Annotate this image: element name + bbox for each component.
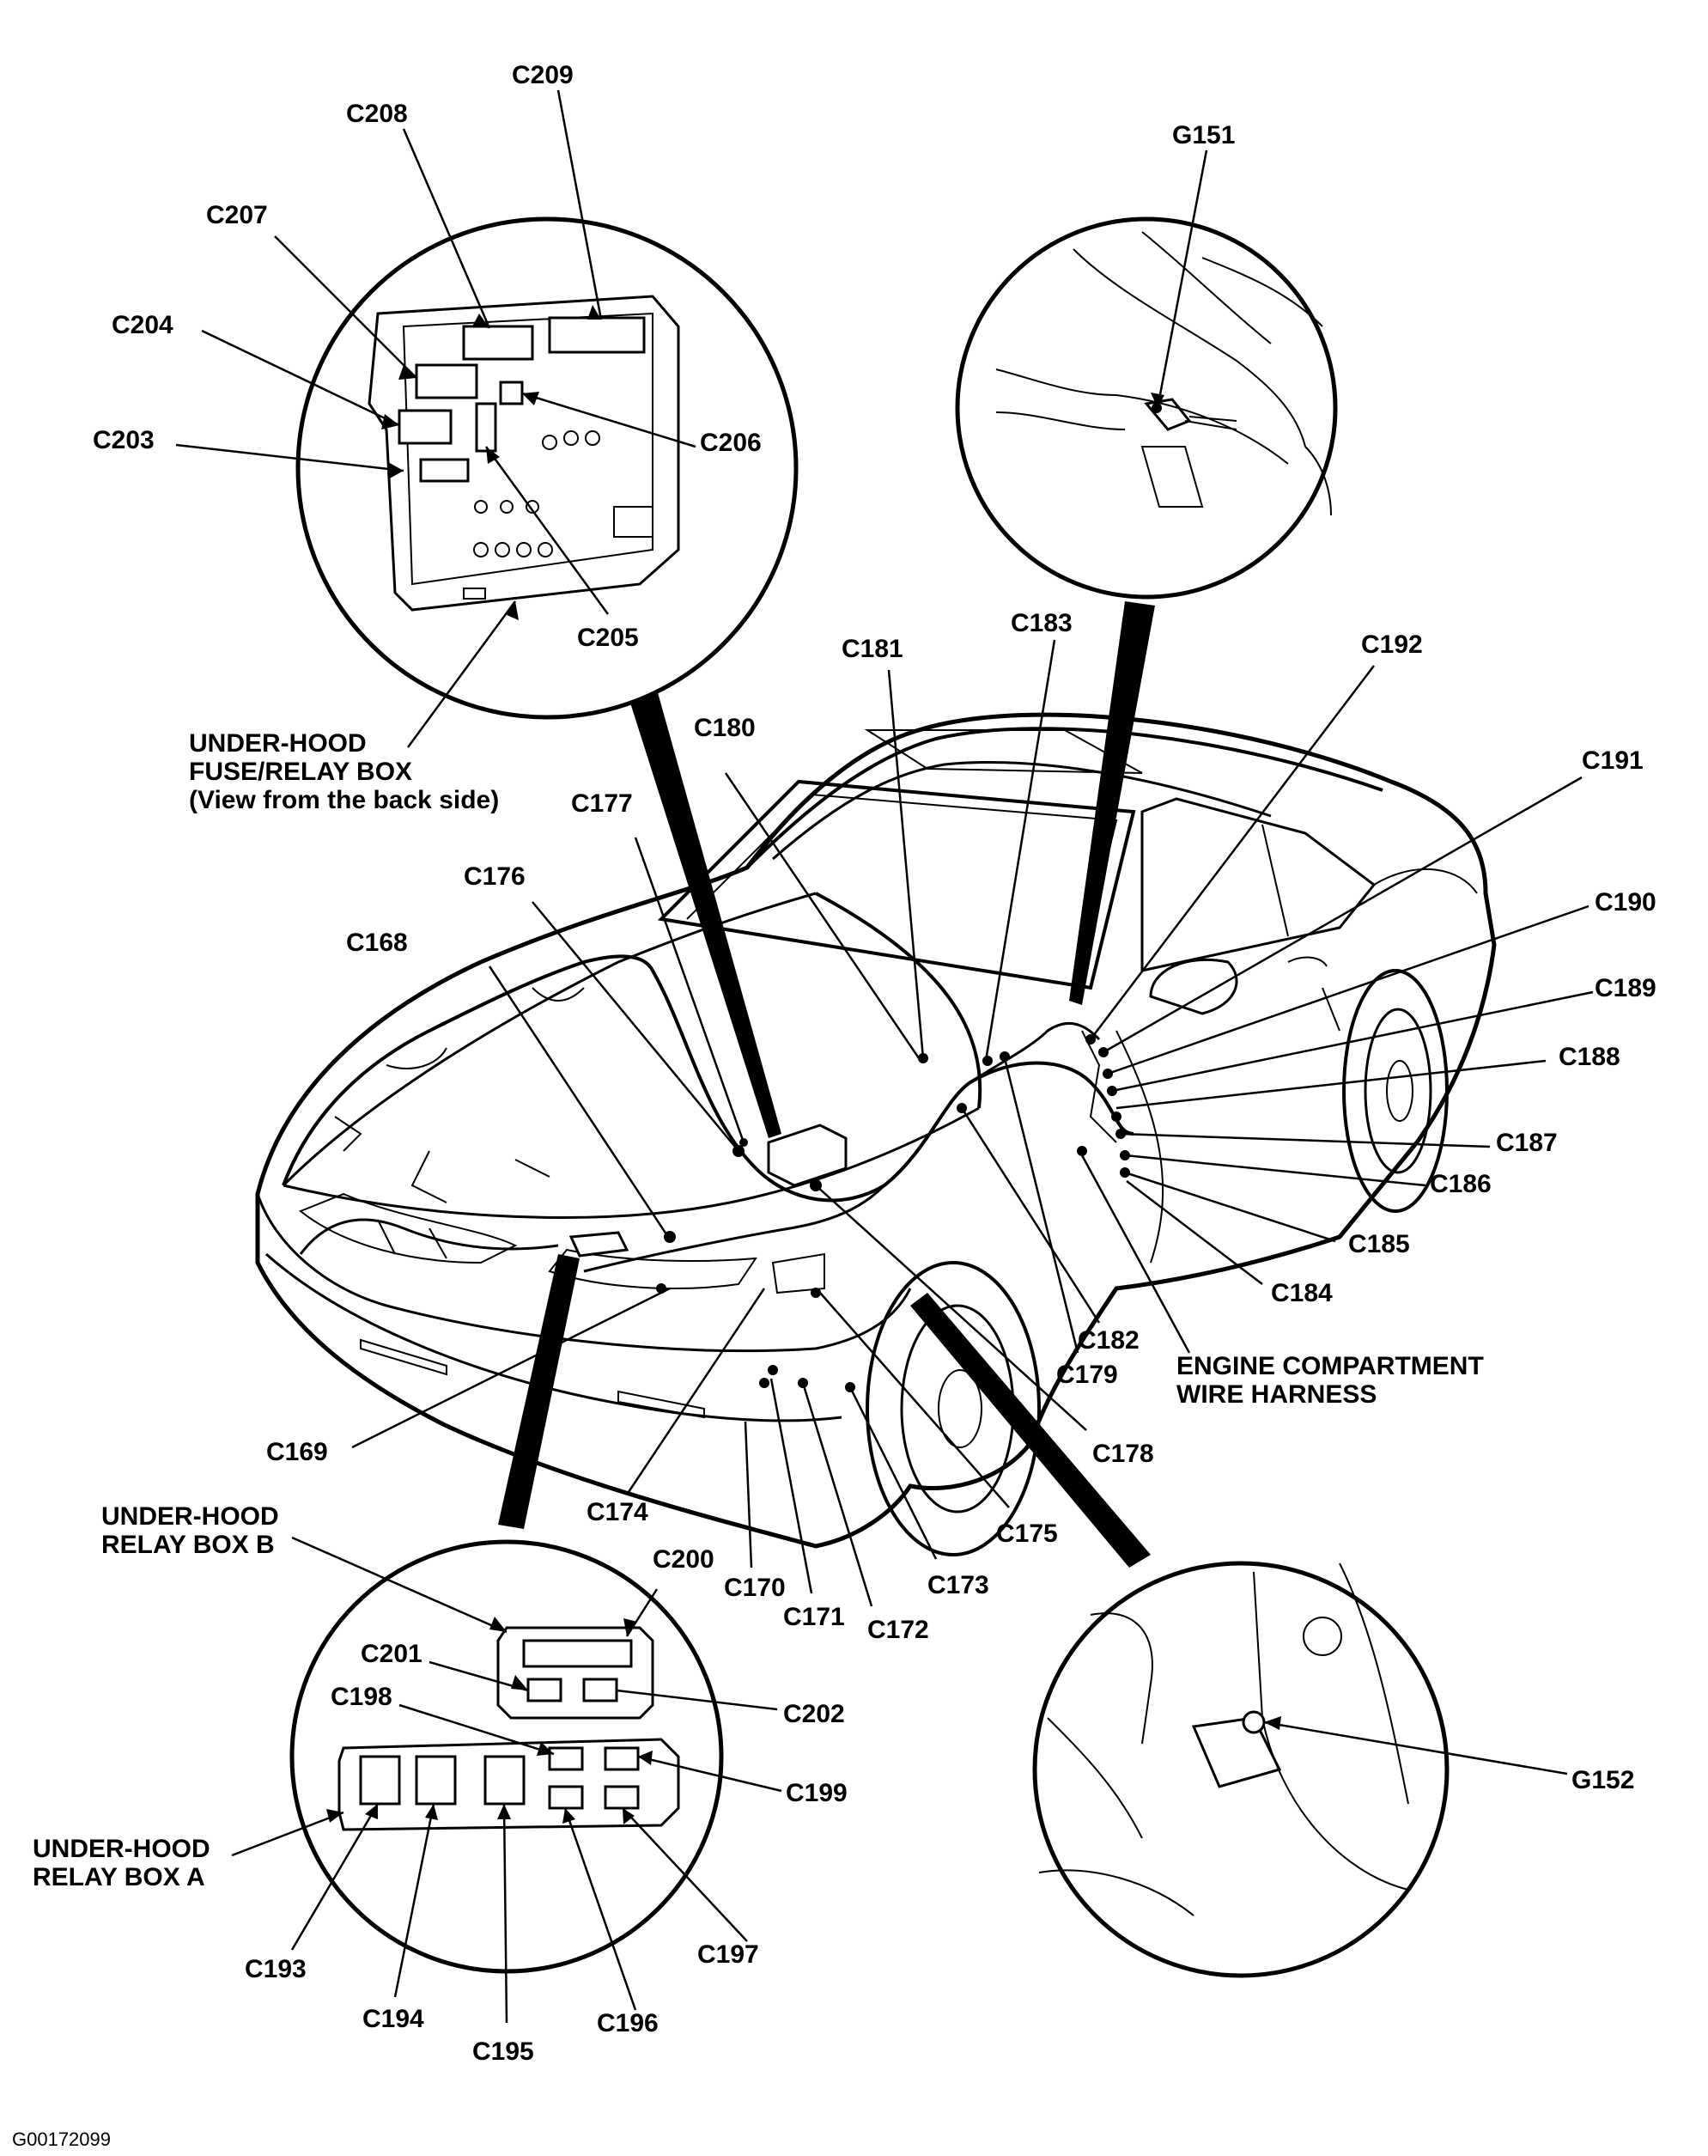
caption-fuse-relay-box-line1: UNDER-HOOD xyxy=(189,729,367,758)
label-c205: C205 xyxy=(577,624,639,652)
label-c175: C175 xyxy=(996,1520,1058,1548)
label-c194: C194 xyxy=(362,2005,424,2033)
caption-relay-box-b-line2: RELAY BOX B xyxy=(101,1531,275,1559)
label-c174: C174 xyxy=(587,1498,648,1526)
label-c190: C190 xyxy=(1595,888,1656,917)
label-c207: C207 xyxy=(206,201,268,229)
caption-fuse-relay-box-line3: (View from the back side) xyxy=(189,786,499,814)
ground-g151-detail xyxy=(955,216,1338,600)
label-c209: C209 xyxy=(512,61,574,89)
label-c169: C169 xyxy=(266,1438,328,1466)
label-c191: C191 xyxy=(1582,746,1644,775)
label-g151: G151 xyxy=(1172,121,1235,149)
caption-harness-line2: WIRE HARNESS xyxy=(1176,1380,1377,1409)
label-c172: C172 xyxy=(867,1616,929,1644)
caption-harness-line1: ENGINE COMPARTMENT xyxy=(1176,1352,1484,1380)
label-c181: C181 xyxy=(842,635,903,663)
label-c180: C180 xyxy=(694,714,756,742)
ground-g152-detail xyxy=(1032,1561,1450,1978)
label-c184: C184 xyxy=(1271,1279,1333,1307)
label-c198: C198 xyxy=(331,1683,392,1711)
label-c177: C177 xyxy=(571,789,633,818)
caption-relay-box-a-line1: UNDER-HOOD xyxy=(33,1835,210,1863)
car-illustration xyxy=(255,712,1497,1556)
fuse-relay-box-detail xyxy=(295,216,799,720)
label-c185: C185 xyxy=(1348,1230,1410,1258)
label-c179: C179 xyxy=(1056,1361,1118,1389)
label-c182: C182 xyxy=(1078,1326,1140,1355)
label-c193: C193 xyxy=(245,1955,307,1983)
leader-lines xyxy=(175,89,1594,2024)
label-c168: C168 xyxy=(346,929,408,957)
callout-bars xyxy=(498,601,1155,1568)
arrowheads xyxy=(326,305,1281,1824)
label-c200: C200 xyxy=(653,1545,714,1574)
label-c201: C201 xyxy=(361,1640,422,1668)
label-c186: C186 xyxy=(1430,1170,1492,1198)
caption-relay-box-b-line1: UNDER-HOOD xyxy=(101,1502,279,1531)
label-c199: C199 xyxy=(786,1779,848,1807)
label-c204: C204 xyxy=(112,311,173,339)
label-c206: C206 xyxy=(700,429,762,457)
label-c173: C173 xyxy=(927,1571,989,1599)
label-c202: C202 xyxy=(783,1700,845,1728)
label-c176: C176 xyxy=(464,862,526,891)
relay-box-detail xyxy=(289,1539,724,1974)
figure-id: G00172099 xyxy=(12,2129,111,2150)
label-c171: C171 xyxy=(783,1603,845,1631)
label-c197: C197 xyxy=(697,1940,759,1969)
caption-fuse-relay-box-line2: FUSE/RELAY BOX xyxy=(189,758,412,786)
label-c187: C187 xyxy=(1496,1129,1558,1157)
label-c178: C178 xyxy=(1092,1440,1154,1468)
label-c196: C196 xyxy=(597,2009,659,2037)
label-c203: C203 xyxy=(93,426,155,454)
caption-relay-box-a-line2: RELAY BOX A xyxy=(33,1863,205,1891)
label-c188: C188 xyxy=(1559,1043,1620,1071)
label-c189: C189 xyxy=(1595,974,1656,1002)
connector-labels: C203 C204 C207 C208 C209 C206 C205 G151 … xyxy=(12,61,1656,2150)
label-c183: C183 xyxy=(1011,609,1073,637)
label-c195: C195 xyxy=(472,2037,534,2066)
label-c192: C192 xyxy=(1361,630,1423,659)
label-c170: C170 xyxy=(724,1574,786,1602)
label-c208: C208 xyxy=(346,100,408,128)
label-g152: G152 xyxy=(1571,1766,1634,1794)
